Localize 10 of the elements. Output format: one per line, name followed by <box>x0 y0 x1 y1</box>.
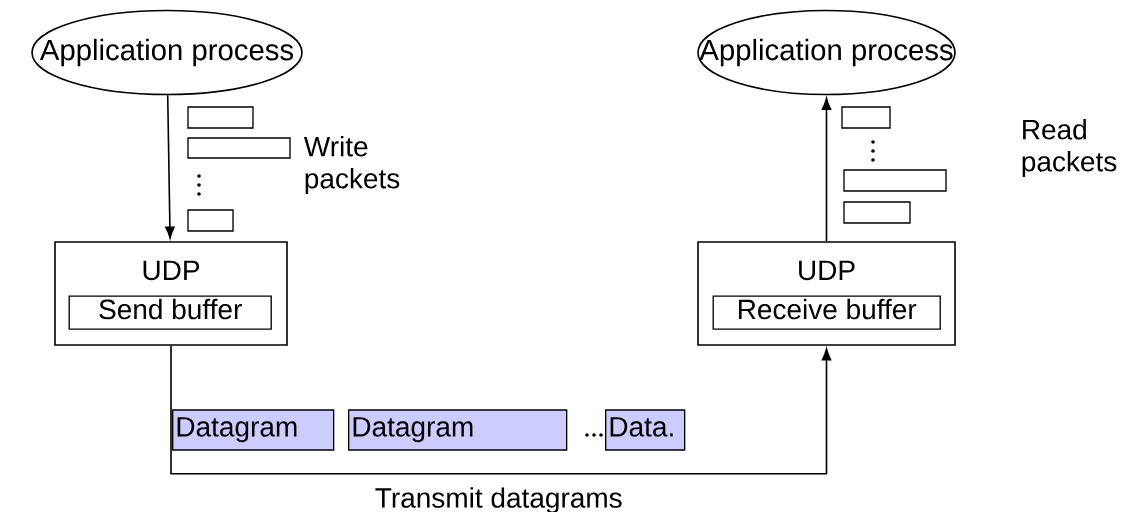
buffer-box: Send buffer <box>68 295 272 330</box>
annotation-text: Read packets <box>1022 118 1117 178</box>
datagram-box: Datagram <box>348 409 568 451</box>
datagram-box: Data. <box>605 409 686 451</box>
annotation-text: Write packets <box>303 135 400 195</box>
buffer-box: Receive buffer <box>712 295 941 330</box>
datagram-box: Datagram <box>172 409 335 451</box>
arrow <box>821 97 832 242</box>
arrow <box>165 94 175 239</box>
arrow <box>170 345 832 475</box>
